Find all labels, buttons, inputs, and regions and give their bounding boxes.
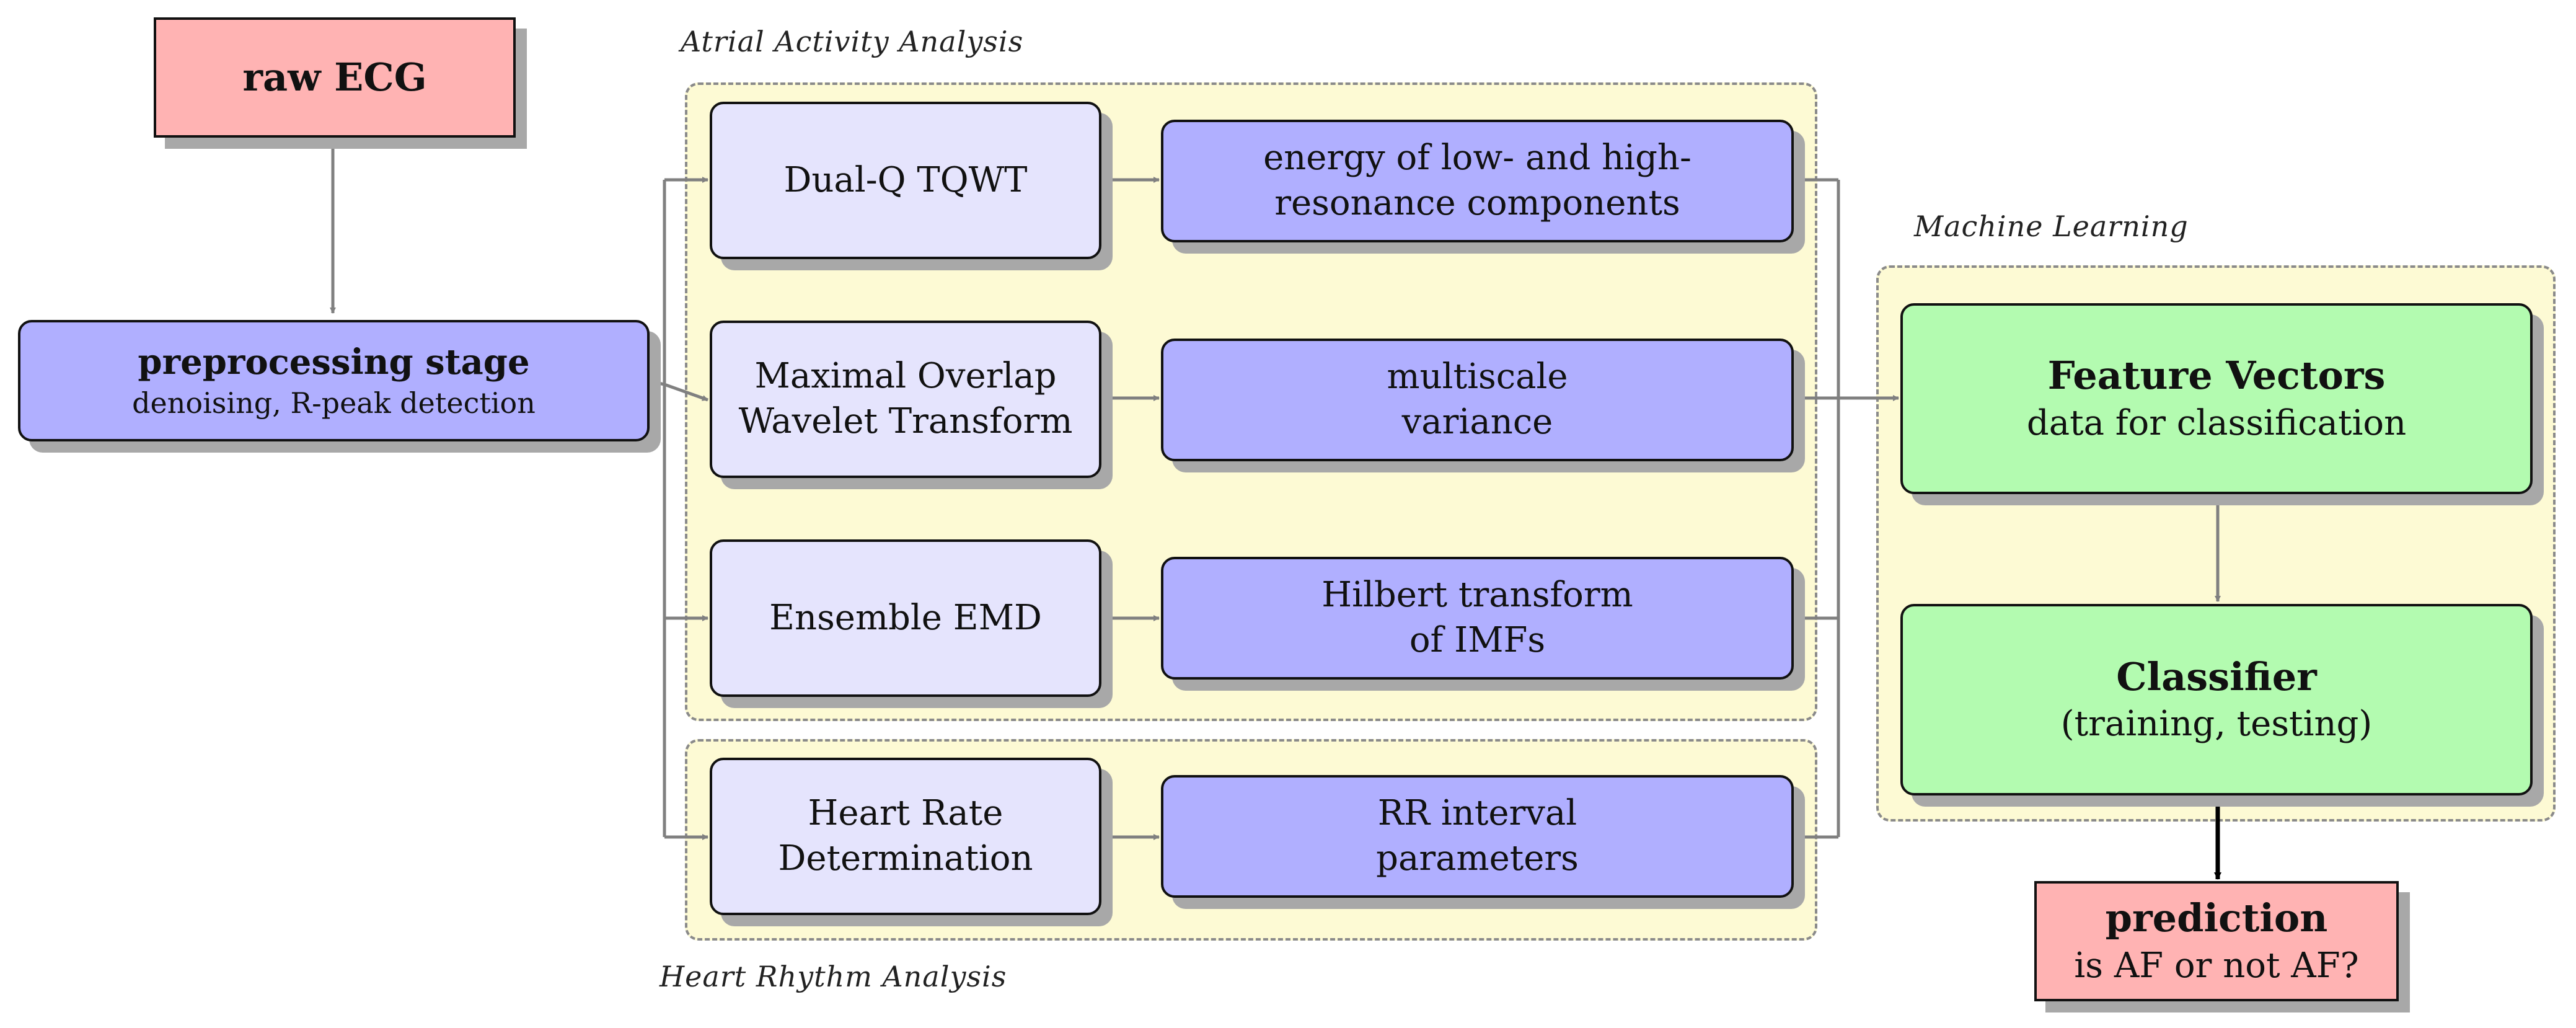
- wire-preprocessing-to-bus: [649, 379, 665, 386]
- node-rr-line1: RR interval: [1377, 793, 1577, 834]
- node-energy-components: energy of low- and high- resonance compo…: [1161, 120, 1794, 242]
- node-heart-rate-determination: Heart Rate Determination: [710, 758, 1101, 915]
- node-dual-q-tqwt: Dual-Q TQWT: [710, 102, 1101, 259]
- node-classifier-subtitle: (training, testing): [2060, 704, 2373, 745]
- arrow-to-modwt: [664, 383, 708, 402]
- node-prediction: prediction is AF or not AF?: [2034, 881, 2399, 1001]
- node-rr-line2: parameters: [1376, 838, 1579, 879]
- node-dual-q-line1: Dual-Q TQWT: [783, 159, 1028, 200]
- node-feature-vectors: Feature Vectors data for classification: [1900, 303, 2533, 494]
- node-classifier-title: Classifier: [2116, 654, 2317, 699]
- node-msv-line2: variance: [1401, 402, 1553, 442]
- node-raw-ecg-title: raw ECG: [242, 54, 427, 100]
- group-label-rhythm: Heart Rhythm Analysis: [659, 960, 1007, 993]
- node-preprocessing-title: preprocessing stage: [138, 341, 530, 383]
- node-hilbert-line2: of IMFs: [1409, 620, 1546, 660]
- node-features-subtitle: data for classification: [2026, 402, 2407, 443]
- node-msv-line1: multiscale: [1387, 357, 1568, 397]
- node-prediction-title: prediction: [2105, 895, 2328, 941]
- node-classifier: Classifier (training, testing): [1900, 604, 2533, 795]
- node-hr-line1: Heart Rate: [808, 793, 1003, 834]
- node-hilbert-transform: Hilbert transform of IMFs: [1161, 557, 1794, 680]
- group-label-ml: Machine Learning: [1914, 210, 2189, 243]
- node-hr-line2: Determination: [778, 838, 1033, 879]
- node-hilbert-line1: Hilbert transform: [1321, 575, 1633, 616]
- node-raw-ecg: raw ECG: [154, 17, 516, 138]
- node-modwt: Maximal Overlap Wavelet Transform: [710, 321, 1101, 478]
- node-rr-interval: RR interval parameters: [1161, 775, 1794, 898]
- node-multiscale-variance: multiscale variance: [1161, 339, 1794, 461]
- node-preprocessing: preprocessing stage denoising, R-peak de…: [18, 320, 650, 441]
- node-energy-line1: energy of low- and high-: [1263, 138, 1692, 179]
- node-energy-line2: resonance components: [1274, 183, 1680, 223]
- node-eemd-line1: Ensemble EMD: [769, 597, 1042, 638]
- node-modwt-line2: Wavelet Transform: [738, 401, 1073, 441]
- node-preprocessing-subtitle: denoising, R-peak detection: [132, 386, 536, 420]
- node-prediction-subtitle: is AF or not AF?: [2074, 945, 2359, 986]
- group-label-atrial: Atrial Activity Analysis: [681, 25, 1024, 58]
- node-features-title: Feature Vectors: [2047, 353, 2386, 399]
- node-ensemble-emd: Ensemble EMD: [710, 539, 1101, 697]
- node-modwt-line1: Maximal Overlap: [754, 356, 1057, 397]
